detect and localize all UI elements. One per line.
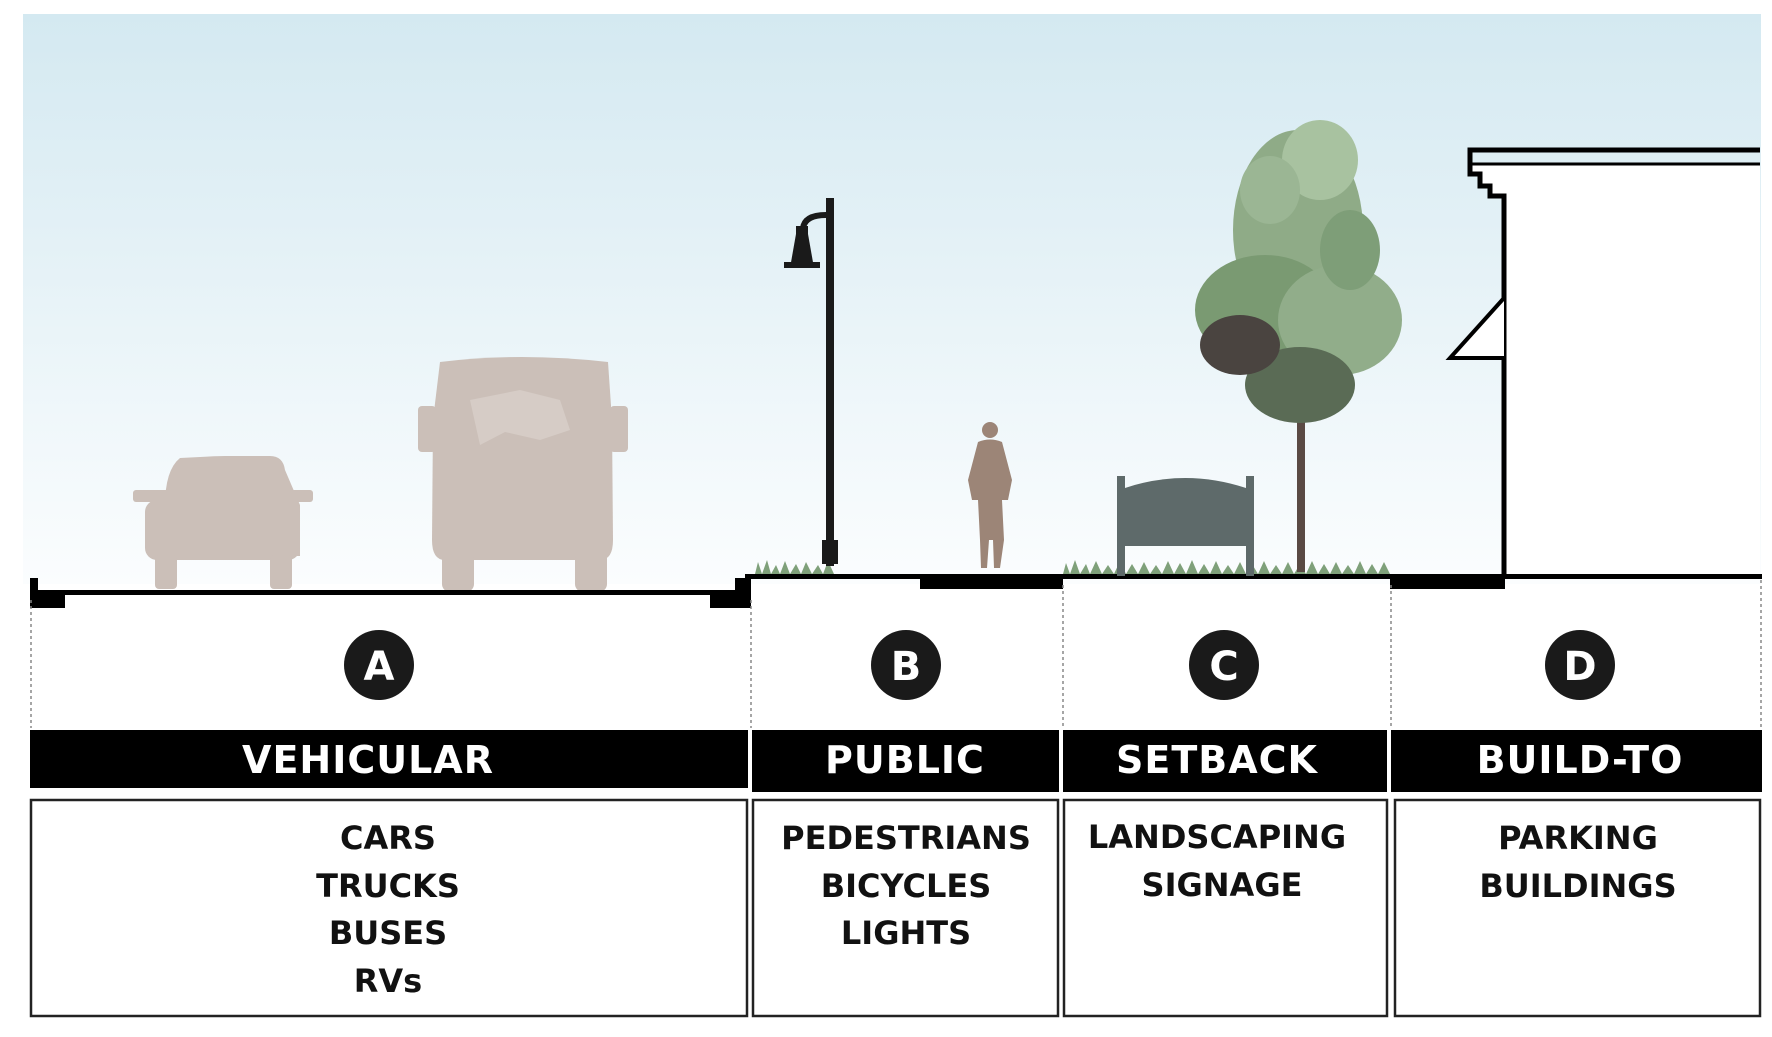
zone-b-badge	[871, 630, 941, 700]
zone-a-label: VEHICULAR	[242, 738, 494, 782]
zone-c-items-box	[1062, 798, 1389, 1018]
zone-d-item: PARKING	[1498, 819, 1658, 857]
zone-a-items-box	[29, 798, 749, 1018]
zone-c-item: LANDSCAPING	[1088, 818, 1346, 856]
zone-d-items-box	[1393, 798, 1762, 1018]
zone-d-label: BUILD-TO	[1477, 738, 1684, 782]
building-icon	[1445, 147, 1760, 574]
sign-icon	[1117, 476, 1254, 576]
zone-b-item: BICYCLES	[821, 867, 992, 905]
zone-d-item: BUILDINGS	[1479, 867, 1676, 905]
zone-a-badge	[344, 630, 414, 700]
zone-dividers	[30, 580, 1762, 728]
zone-d-badge	[1545, 630, 1615, 700]
zone-c-label: SETBACK	[1116, 738, 1319, 782]
zone-d: D BUILD-TO PARKING BUILDINGS	[1391, 630, 1762, 1018]
zone-a-band	[30, 730, 748, 788]
pedestrian-icon	[968, 422, 1012, 568]
zone-d-letter: D	[1563, 644, 1596, 690]
roadway	[30, 574, 751, 608]
zone-d-band	[1391, 730, 1762, 792]
zone-a: A VEHICULAR CARS TRUCKS BUSES RVs	[29, 630, 749, 1018]
zone-b-item: LIGHTS	[841, 914, 971, 952]
sky-background	[23, 14, 1761, 584]
tree-icon	[1195, 120, 1402, 572]
zone-c: C SETBACK LANDSCAPING SIGNAGE	[1062, 630, 1389, 1018]
zone-a-item: BUSES	[329, 914, 447, 952]
street-lamp-icon	[784, 198, 838, 566]
zone-c-badge	[1189, 630, 1259, 700]
zone-b: B PUBLIC PEDESTRIANS BICYCLES LIGHTS	[751, 630, 1060, 1018]
zone-b-item: PEDESTRIANS	[781, 819, 1031, 857]
zone-b-items-box	[751, 798, 1060, 1018]
zone-a-item: CARS	[340, 819, 436, 857]
car-icon	[133, 456, 313, 589]
bus-icon	[418, 357, 628, 592]
zone-b-letter: B	[891, 644, 922, 690]
zone-a-item: TRUCKS	[316, 867, 460, 905]
zone-c-letter: C	[1209, 644, 1238, 690]
grass-strip	[755, 560, 1390, 574]
sidewalk-surface	[750, 574, 1762, 589]
zone-b-band	[752, 730, 1059, 792]
zone-a-letter: A	[364, 644, 395, 690]
zone-b-label: PUBLIC	[825, 738, 985, 782]
zone-a-item: RVs	[354, 962, 422, 1000]
zone-c-band	[1063, 730, 1387, 792]
zone-c-item: SIGNAGE	[1142, 866, 1303, 904]
